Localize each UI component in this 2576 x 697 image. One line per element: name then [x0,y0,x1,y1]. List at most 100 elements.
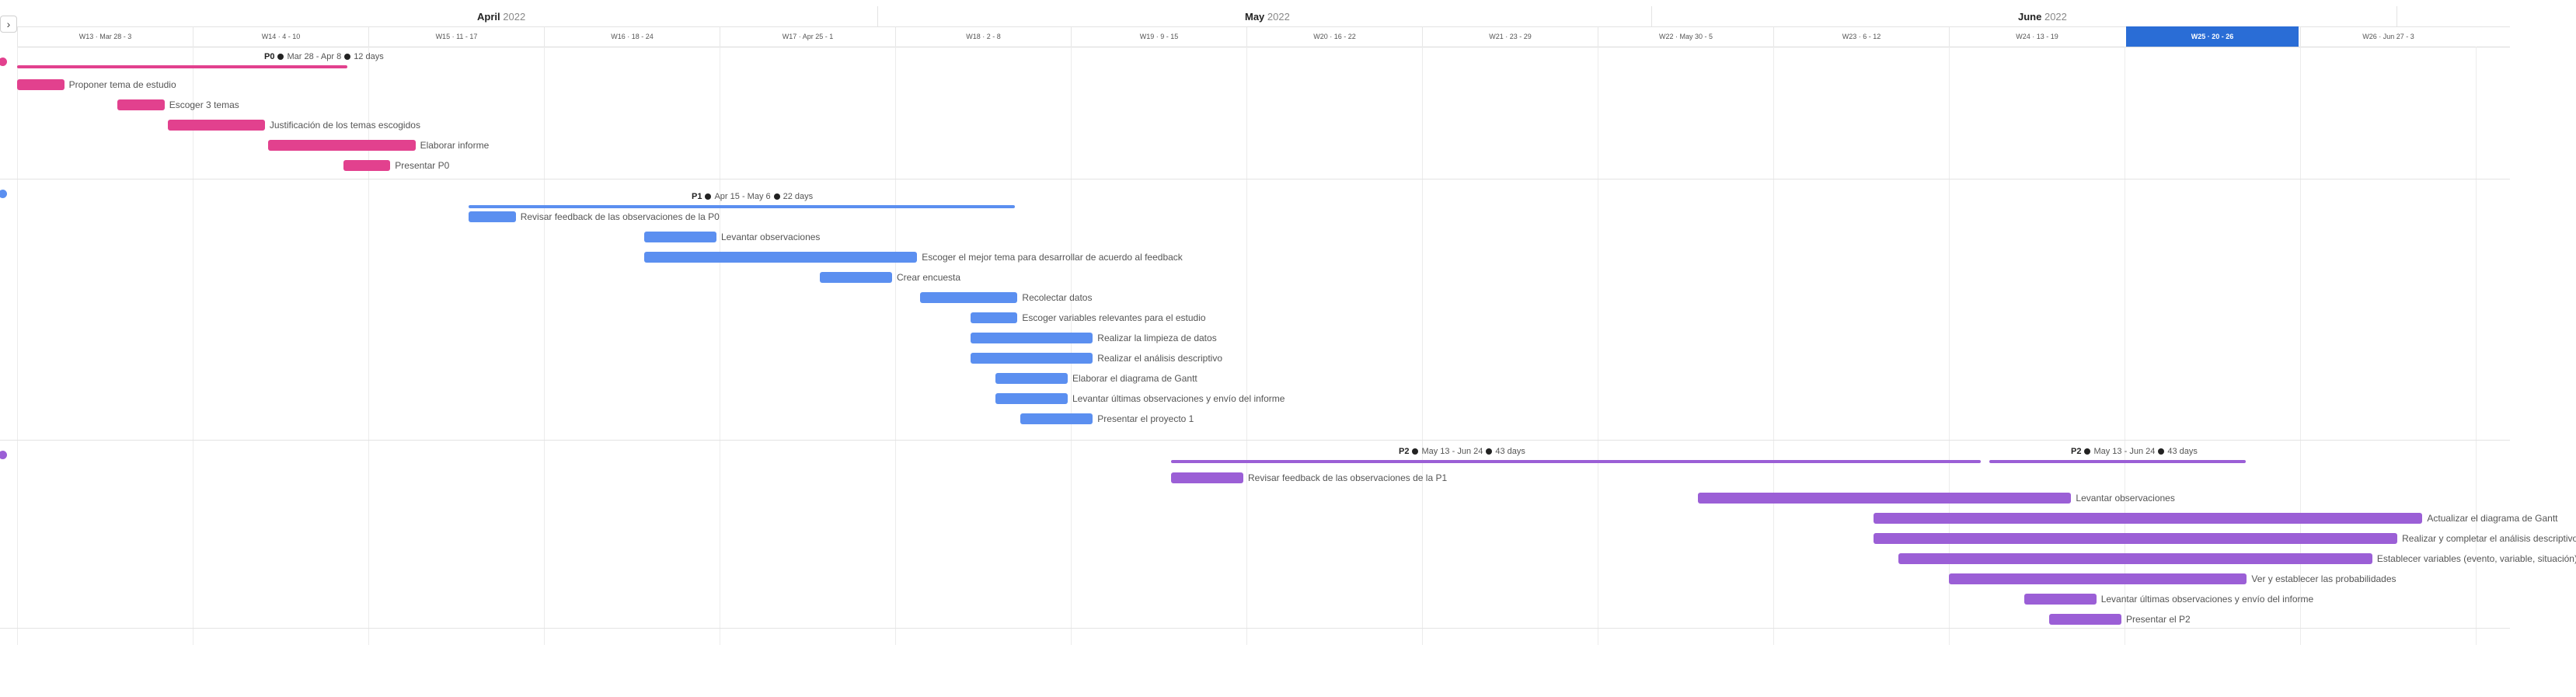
task-label: Realizar y completar el análisis descrip… [2402,533,2576,544]
task-bar[interactable] [970,333,1093,343]
group-marker-p2[interactable] [0,451,7,459]
month-divider [1651,6,1652,26]
task-label: Ver y establecer las probabilidades [2251,573,2396,584]
task-bar[interactable] [644,252,918,263]
grid-line [1246,47,1247,645]
group-marker-p0[interactable] [0,58,7,66]
summary-text: Apr 8 [320,52,342,61]
task-label: Escoger 3 temas [169,99,239,110]
summary-bar-p1[interactable] [469,205,1016,208]
summary-text: 12 days [354,52,384,61]
task-bar[interactable] [167,120,265,131]
task-label: Crear encuesta [897,272,961,283]
duration-separator-icon [2158,448,2165,455]
task-label: Realizar la limpieza de datos [1097,333,1217,343]
task-label: Actualizar el diagrama de Gantt [2427,513,2558,524]
summary-bar-p2[interactable] [1171,460,1982,463]
task-label: Presentar el proyecto 1 [1097,413,1194,424]
task-bar[interactable] [1898,553,2372,564]
task-bar[interactable] [995,373,1068,384]
section-divider [0,628,2510,629]
grid-line [544,47,545,645]
grid-line [1949,47,1950,645]
task-bar[interactable] [343,160,391,171]
summary-text: Mar 28 [287,52,314,61]
task-bar[interactable] [2049,614,2121,625]
summary-text: May 13 [2093,447,2122,456]
task-bar[interactable] [2024,594,2097,605]
duration-separator-icon [773,193,780,200]
task-bar[interactable] [267,140,416,151]
week-cell: W17 · Apr 25 - 1 [720,26,895,47]
grid-line [1422,47,1423,645]
week-cell: W19 · 9 - 15 [1071,26,1246,47]
week-cell: W18 · 2 - 8 [895,26,1071,47]
task-label: Levantar últimas observaciones y envío d… [1072,393,1285,404]
task-bar[interactable] [920,292,1018,303]
grid-line [368,47,369,645]
task-bar[interactable] [970,353,1093,364]
task-label: Establecer variables (evento, variable, … [2376,553,2576,564]
task-bar[interactable] [469,211,516,222]
task-bar[interactable] [1698,493,2072,504]
task-label: Presentar el P2 [2126,614,2191,625]
task-label: Recolectar datos [1022,292,1093,303]
date-separator-icon [1412,448,1419,455]
date-separator-icon [2084,448,2091,455]
task-bar[interactable] [1949,573,2247,584]
task-bar[interactable] [1020,413,1093,424]
task-label: Elaborar el diagrama de Gantt [1072,373,1197,384]
summary-text: May 13 [1421,447,1450,456]
week-cell: W26 · Jun 27 - 3 [2300,26,2476,47]
month-header: April 2022 May 2022 June 2022 [17,6,2510,27]
group-marker-p1[interactable] [0,190,7,198]
task-label: Revisar feedback de las observaciones de… [1248,472,1448,483]
week-cell: W21 · 23 - 29 [1422,26,1598,47]
section-divider [0,440,2510,441]
month-divider [2396,6,2397,26]
week-cell: W20 · 16 - 22 [1246,26,1422,47]
task-label: Elaborar informe [420,140,490,151]
task-bar[interactable] [117,99,165,110]
week-cell: W16 · 18 - 24 [544,26,720,47]
task-bar[interactable] [970,312,1018,323]
summary-bar-p2-continued[interactable] [1989,460,2246,463]
date-separator-icon [705,193,712,200]
task-bar[interactable] [1171,472,1243,483]
task-bar[interactable] [995,393,1068,404]
grid-line [895,47,896,645]
task-label: Justificación de los temas escogidos [269,120,420,131]
task-label: Levantar observaciones [2076,493,2175,504]
summary-text: P0 [264,52,275,61]
month-june: June 2022 [2018,11,2067,23]
task-bar[interactable] [820,272,892,283]
week-cell: W15 · 11 - 17 [368,26,544,47]
summary-text: P1 [692,192,702,201]
task-bar[interactable] [644,232,716,242]
week-cell: W24 · 13 - 19 [1949,26,2125,47]
grid-line [1071,47,1072,645]
task-label: Escoger el mejor tema para desarrollar d… [922,252,1183,263]
task-label: Revisar feedback de las observaciones de… [520,211,720,222]
week-cell: W13 · Mar 28 - 3 [17,26,193,47]
month-divider [877,6,878,26]
summary-text: 43 days [2167,447,2198,456]
summary-text: P2 [1399,447,1410,456]
summary-text: 22 days [783,192,814,201]
task-label: Escoger variables relevantes para el est… [1022,312,1206,323]
task-bar[interactable] [1874,533,2398,544]
summary-text: 43 days [1495,447,1525,456]
duration-separator-icon [1486,448,1493,455]
task-bar[interactable] [17,79,64,90]
task-bar[interactable] [1874,513,2423,524]
task-label: Presentar P0 [395,160,450,171]
summary-bar-p0[interactable] [17,65,348,68]
task-label: Levantar últimas observaciones y envío d… [2100,594,2314,605]
expand-chevron-icon[interactable]: › [0,16,17,33]
task-label: Levantar observaciones [721,232,821,242]
